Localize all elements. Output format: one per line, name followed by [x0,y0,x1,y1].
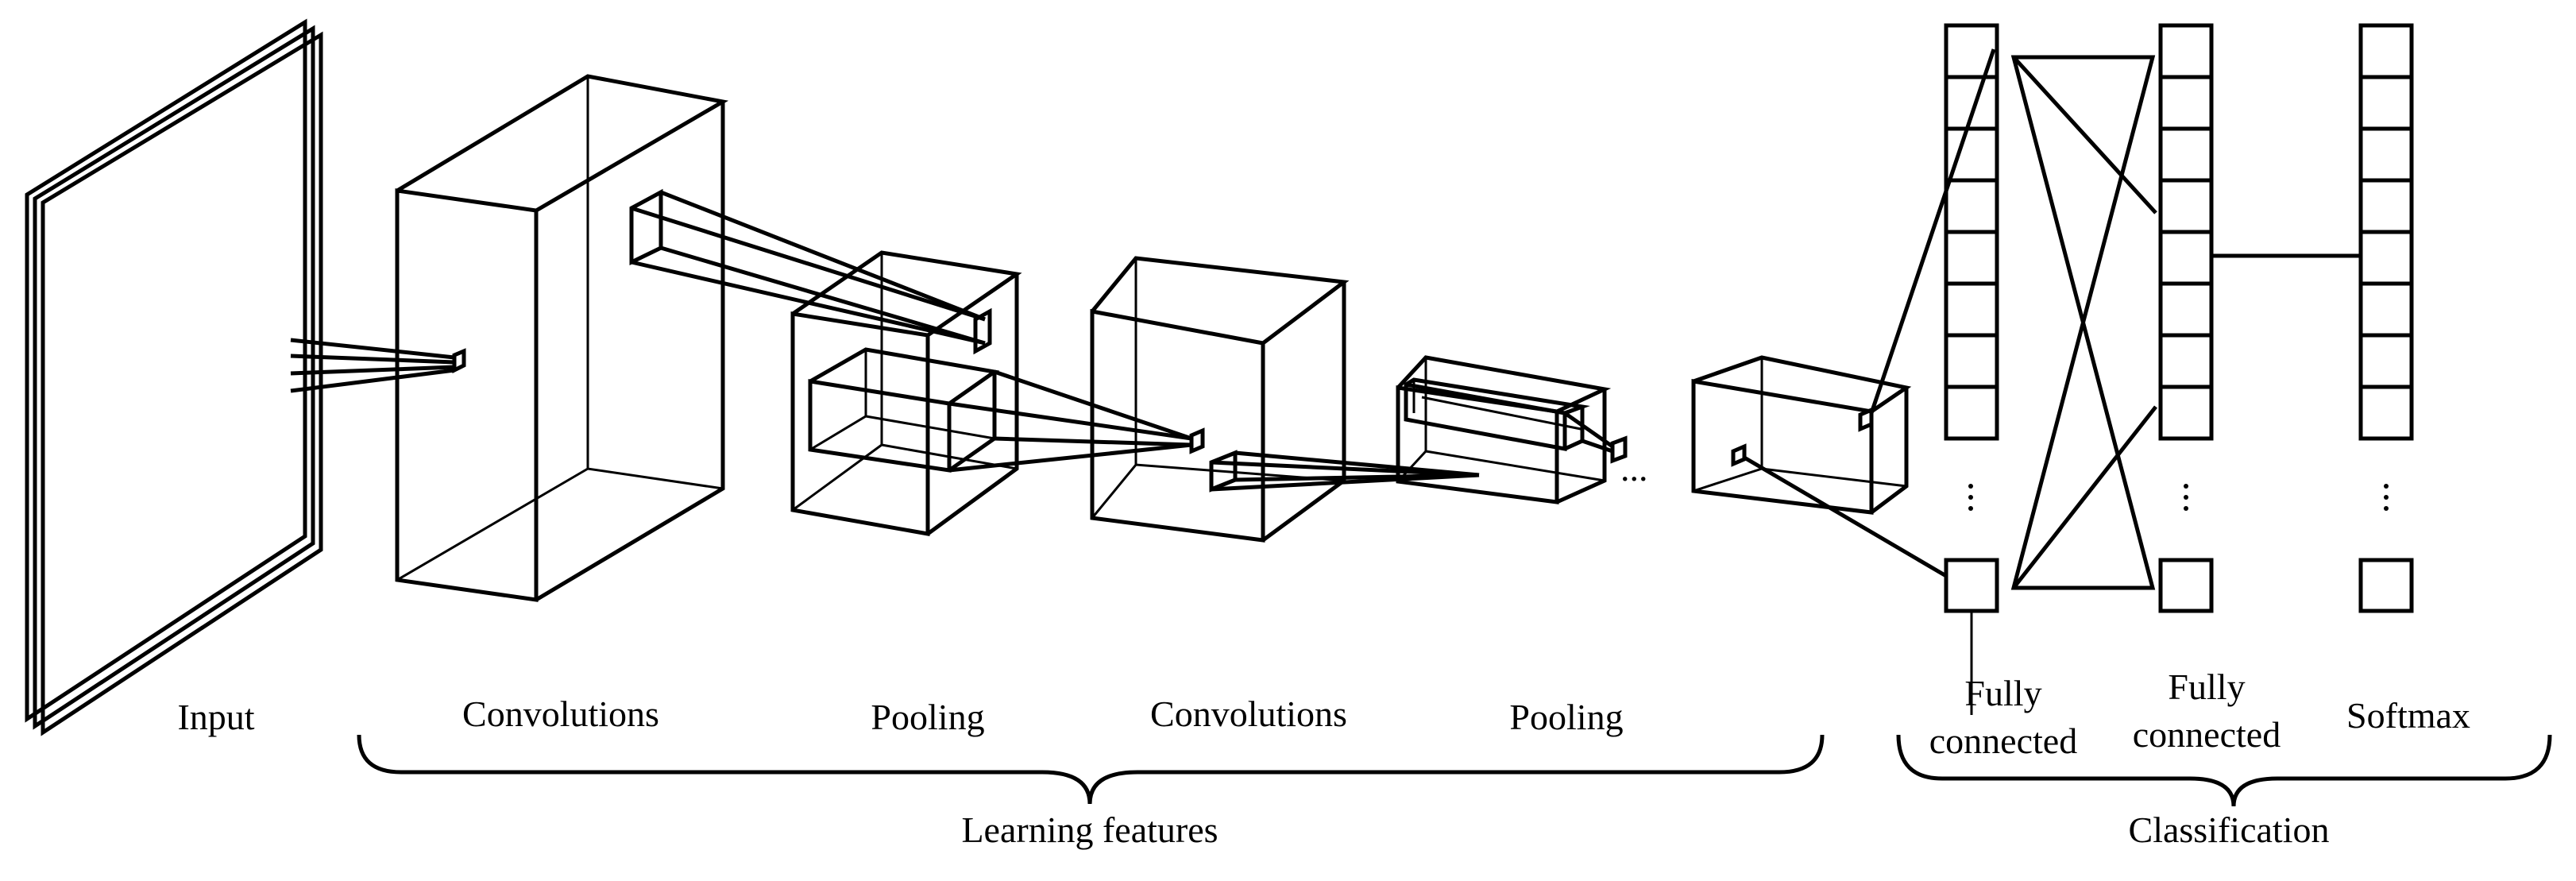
next-receptive-cell [1610,435,1628,464]
label-softmax: Softmax [2346,695,2470,736]
fc1-to-fc2-connections [2010,55,2157,590]
pool2-volume [1396,355,1612,504]
label-fc1-line2: connected [1929,721,2077,761]
input-plane-back [25,18,307,723]
label-fc2-line1: Fully [2168,667,2245,707]
classification-brace [1896,734,2552,807]
softmax-column [2358,23,2414,613]
conv1-receptive-cell [452,348,466,374]
layers-ellipsis: ... [1620,448,1648,489]
label-input: Input [177,697,254,737]
pool1-to-conv2-connections [948,369,1205,473]
label-pooling-2: Pooling [1509,697,1623,737]
label-fc2-line2: connected [2133,714,2281,755]
label-convolutions-1: Convolutions [462,694,659,734]
conv2-volume [1090,256,1350,543]
label-learning-features: Learning features [961,810,1218,850]
fc1-last-unit [1944,558,1999,613]
fc1-column [1944,23,1999,715]
final-feature-volume [1691,355,1912,515]
conv2-to-pool2-connections [1209,450,1480,493]
label-convolutions-2: Convolutions [1150,694,1347,734]
final-cell-bottom [1731,443,1747,467]
learning-features-brace [357,734,1825,805]
conv2-receptive-cell [1189,427,1205,454]
label-classification: Classification [2129,810,2330,850]
softmax-last-unit [2358,558,2414,613]
pool1-receptive-cell [973,307,992,355]
input-to-conv1-connections [290,338,466,393]
final-cell-top [1858,407,1874,432]
features-to-fc1-connections [1743,48,1996,578]
input-image-stack [25,18,323,736]
fc2-column [2158,23,2214,613]
conv1-volume [395,74,729,602]
input-plane-middle [33,25,315,730]
input-plane-front [41,31,323,736]
fc2-last-unit [2158,558,2214,613]
pool1-volume [790,250,1022,536]
pool2-to-next-connections [1563,411,1628,464]
label-pooling-1: Pooling [871,697,984,737]
label-fc1-line1: Fully [1964,673,2041,713]
